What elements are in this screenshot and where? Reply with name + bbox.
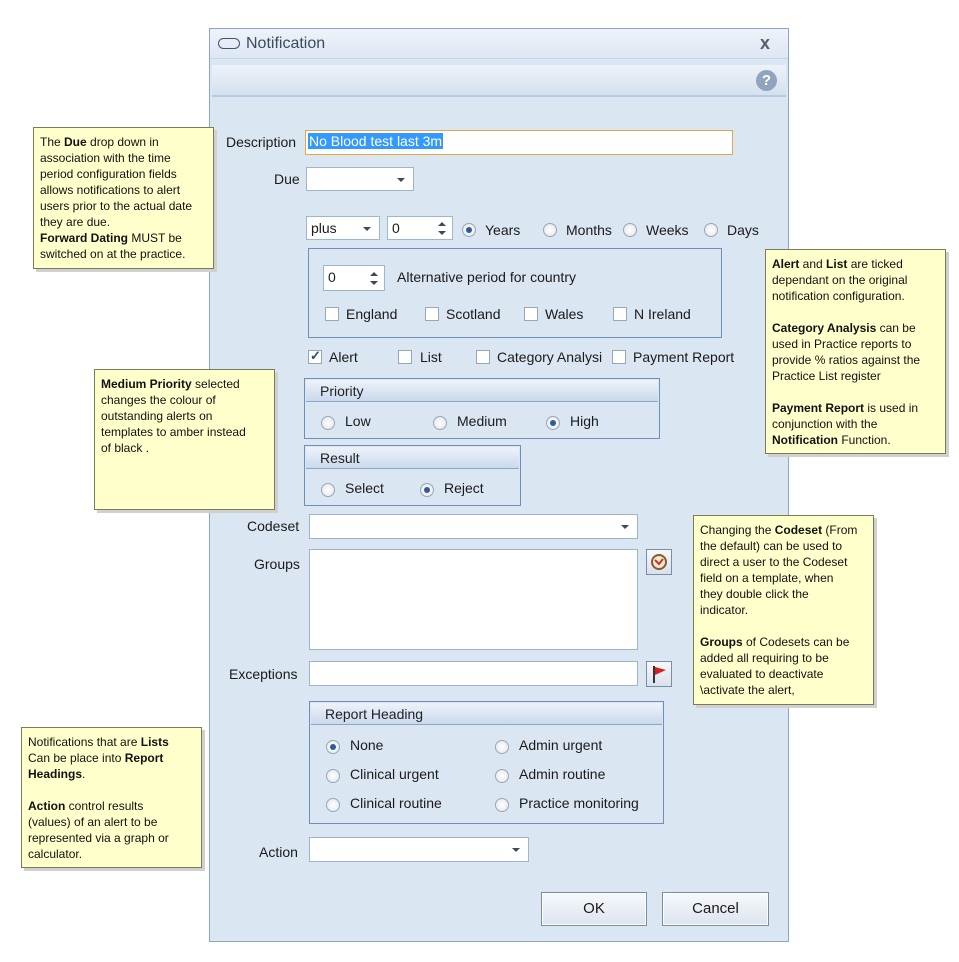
close-icon[interactable]: x — [760, 33, 771, 53]
country-nireland-label: N Ireland — [634, 306, 691, 322]
report-clinical-routine-radio[interactable] — [326, 798, 340, 812]
action-label: Action — [259, 844, 298, 860]
alt-period-label: Alternative period for country — [397, 269, 576, 285]
dropdown-arrow-icon — [397, 178, 405, 182]
priority-heading: Priority — [306, 380, 658, 402]
dropdown-arrow-icon — [621, 525, 629, 529]
period-amount-value: 0 — [392, 220, 400, 236]
priority-low-label: Low — [345, 413, 371, 429]
report-clinical-urgent-label: Clinical urgent — [350, 766, 439, 782]
report-practice-monitoring-label: Practice monitoring — [519, 795, 639, 811]
alternative-period-group: 0 Alternative period for country England… — [308, 248, 722, 338]
period-months-label: Months — [566, 222, 612, 238]
spin-up-icon[interactable] — [438, 222, 446, 226]
report-clinical-routine-label: Clinical routine — [350, 795, 442, 811]
priority-low-radio[interactable] — [321, 416, 335, 430]
report-heading-group: Report Heading None Admin urgent Clinica… — [309, 701, 664, 824]
help-bar: ? — [212, 65, 786, 97]
notification-dialog: Notification x ? Description No Blood te… — [209, 28, 789, 942]
period-days-label: Days — [727, 222, 759, 238]
report-none-radio[interactable] — [326, 740, 340, 754]
window-title: Notification — [246, 35, 326, 52]
country-wales-label: Wales — [545, 306, 584, 322]
codeset-dropdown[interactable] — [309, 514, 638, 539]
result-select-radio[interactable] — [321, 483, 335, 497]
report-practice-monitoring-radio[interactable] — [495, 798, 509, 812]
codeset-label: Codeset — [247, 518, 300, 534]
priority-medium-radio[interactable] — [433, 416, 447, 430]
alert-list-note: Alert and List are ticked dependant on t… — [765, 249, 946, 454]
alt-period-spinner[interactable]: 0 — [323, 265, 385, 291]
report-admin-urgent-radio[interactable] — [495, 740, 509, 754]
country-nireland-checkbox[interactable] — [613, 307, 627, 321]
alert-checkbox[interactable] — [308, 348, 322, 364]
alt-period-value: 0 — [328, 269, 336, 285]
period-months-radio[interactable] — [543, 223, 557, 237]
exceptions-input[interactable] — [309, 661, 638, 686]
alert-label: Alert — [329, 349, 358, 365]
description-value: No Blood test last 3m — [308, 133, 444, 149]
period-years-radio[interactable] — [462, 223, 476, 237]
exceptions-label: Exceptions — [229, 666, 298, 682]
result-heading: Result — [306, 447, 519, 469]
country-england-checkbox[interactable] — [325, 307, 339, 321]
dropdown-arrow-icon — [363, 227, 371, 231]
country-scotland-label: Scotland — [446, 306, 501, 322]
report-admin-urgent-label: Admin urgent — [519, 737, 603, 753]
period-operator-value: plus — [311, 220, 337, 236]
report-admin-routine-label: Admin routine — [519, 766, 606, 782]
priority-high-radio[interactable] — [546, 416, 560, 430]
description-label: Description — [226, 134, 297, 150]
payment-report-label: Payment Report — [633, 349, 735, 365]
spin-down-icon[interactable] — [438, 231, 446, 235]
period-amount-spinner[interactable]: 0 — [387, 216, 453, 240]
exceptions-flag-button[interactable] — [646, 661, 672, 687]
category-analysis-checkbox[interactable] — [476, 350, 490, 364]
due-note: The Due drop down in association with th… — [33, 127, 214, 269]
codeset-browse-icon — [651, 554, 667, 570]
groups-label: Groups — [254, 556, 300, 572]
period-operator-dropdown[interactable]: plus — [306, 216, 380, 240]
cancel-button[interactable]: Cancel — [662, 892, 769, 926]
dropdown-arrow-icon — [512, 848, 520, 852]
category-analysis-label: Category Analysi — [497, 349, 603, 365]
report-heading-heading: Report Heading — [311, 703, 662, 725]
flag-icon — [653, 666, 666, 683]
due-label: Due — [274, 171, 300, 187]
country-wales-checkbox[interactable] — [524, 307, 538, 321]
spin-up-icon[interactable] — [370, 272, 378, 276]
help-icon[interactable]: ? — [756, 70, 777, 91]
result-reject-label: Reject — [444, 480, 484, 496]
period-days-radio[interactable] — [704, 223, 718, 237]
title-bar: Notification x — [210, 29, 788, 59]
report-admin-routine-radio[interactable] — [495, 769, 509, 783]
period-weeks-label: Weeks — [646, 222, 689, 238]
report-clinical-urgent-radio[interactable] — [326, 769, 340, 783]
description-input[interactable]: No Blood test last 3m — [305, 130, 733, 155]
priority-medium-label: Medium — [457, 413, 507, 429]
country-england-label: England — [346, 306, 398, 322]
window-oval-icon — [218, 38, 240, 49]
groups-listbox[interactable] — [309, 549, 638, 650]
payment-report-checkbox[interactable] — [612, 350, 626, 364]
period-years-label: Years — [485, 222, 521, 238]
priority-group: Priority Low Medium High — [304, 378, 660, 439]
spin-down-icon[interactable] — [370, 281, 378, 285]
country-scotland-checkbox[interactable] — [425, 307, 439, 321]
list-checkbox[interactable] — [398, 350, 412, 364]
due-dropdown[interactable] — [306, 167, 414, 191]
result-select-label: Select — [345, 480, 384, 496]
action-dropdown[interactable] — [309, 837, 529, 862]
result-group: Result Select Reject — [304, 445, 521, 506]
codeset-browse-button[interactable] — [646, 549, 672, 575]
result-reject-radio[interactable] — [420, 483, 434, 497]
lists-action-note: Notifications that are Lists Can be plac… — [21, 727, 202, 868]
ok-button[interactable]: OK — [541, 892, 647, 926]
priority-note: Medium Priority selected changes the col… — [94, 369, 275, 510]
period-weeks-radio[interactable] — [623, 223, 637, 237]
list-label: List — [420, 349, 442, 365]
report-none-label: None — [350, 737, 384, 753]
priority-high-label: High — [570, 413, 599, 429]
codeset-note: Changing the Codeset (From the default) … — [693, 515, 874, 705]
